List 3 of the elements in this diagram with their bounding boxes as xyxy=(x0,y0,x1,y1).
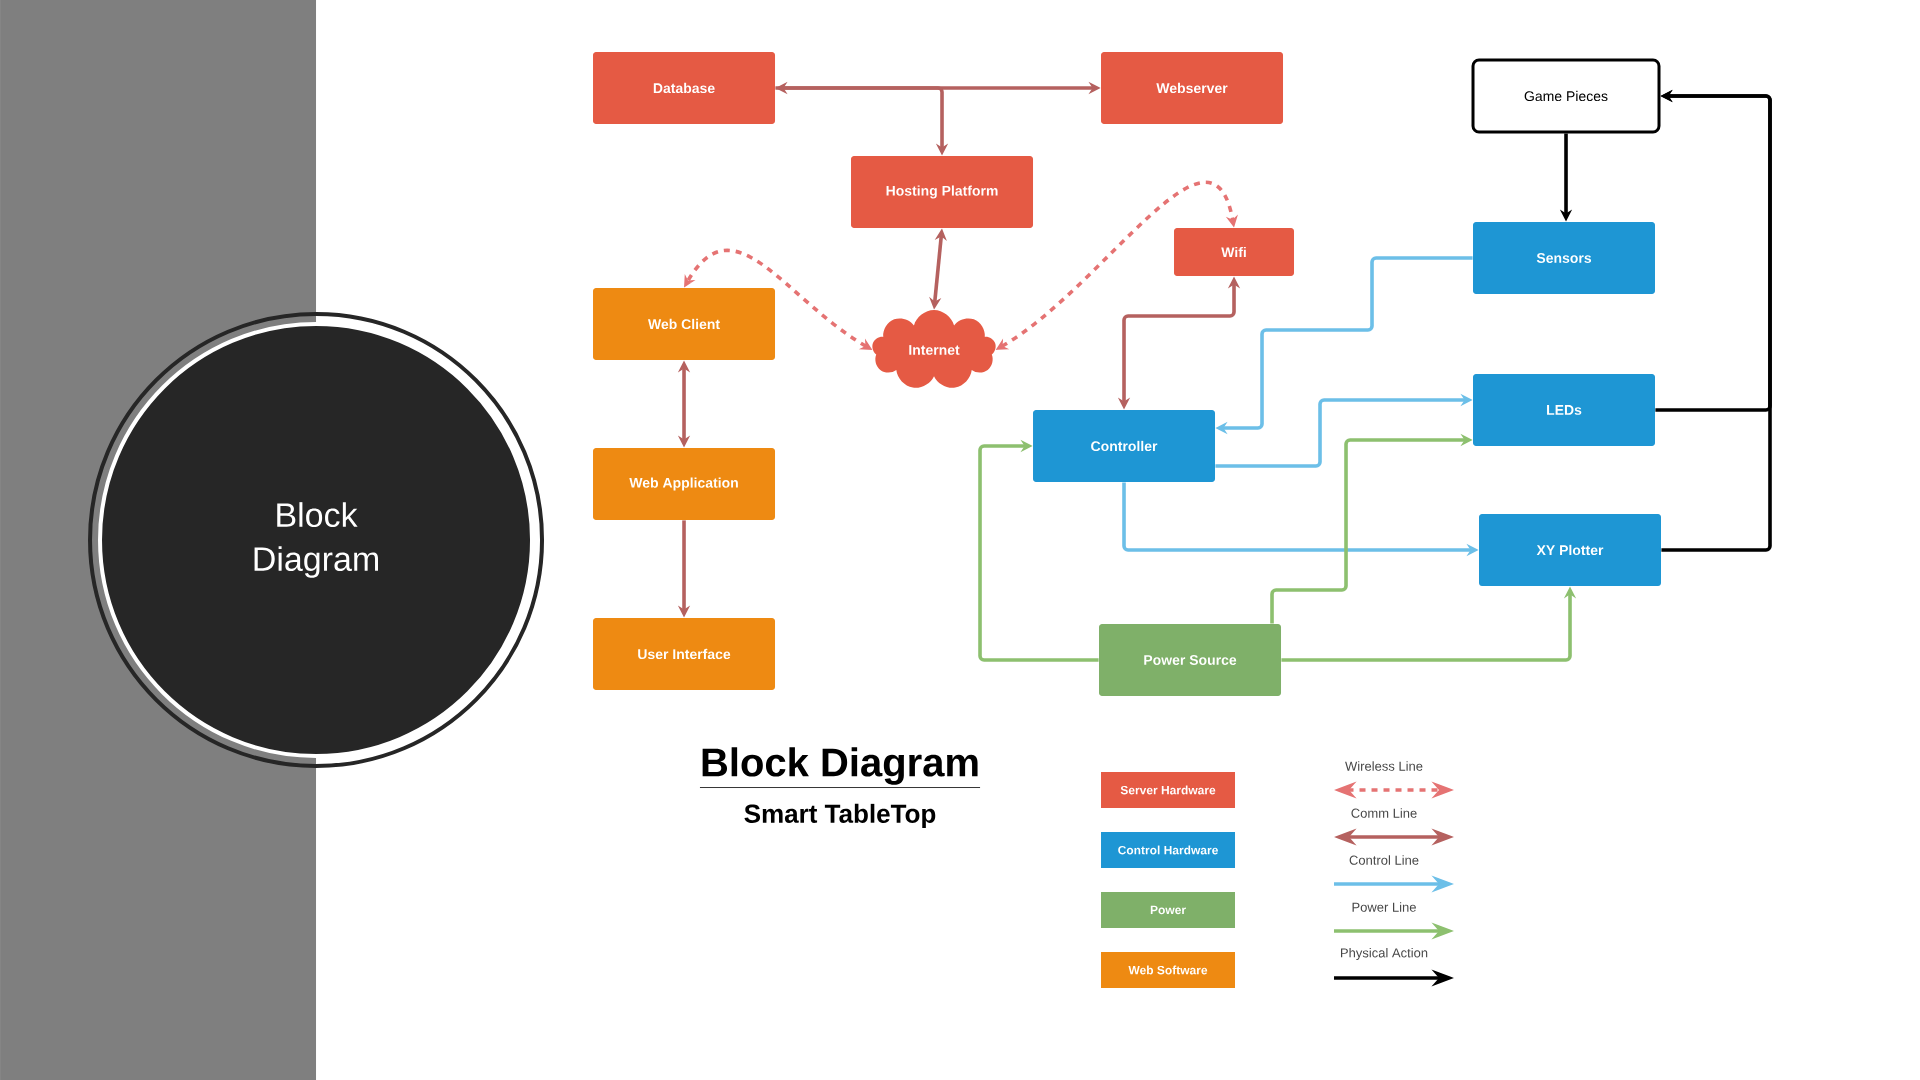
connector-arrow xyxy=(978,439,1099,662)
subtitle: Smart TableTop xyxy=(744,803,936,829)
diagram-title: Block Diagram xyxy=(699,747,981,788)
